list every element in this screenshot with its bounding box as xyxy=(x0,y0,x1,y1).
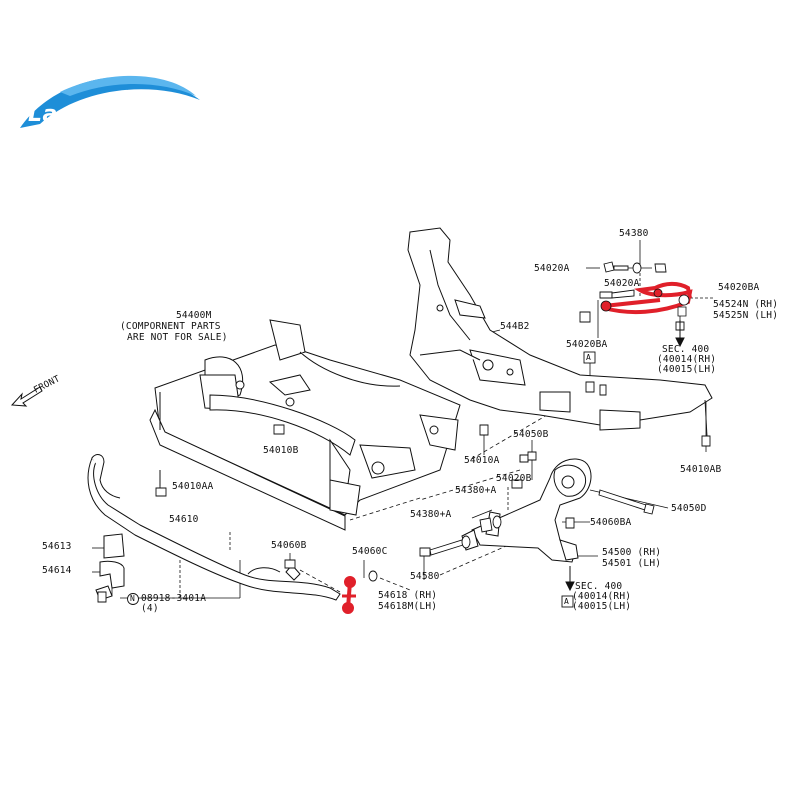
circle-N-text: N xyxy=(130,594,136,603)
watermark-logo-graphic xyxy=(20,75,200,128)
reference-box-A xyxy=(561,351,596,608)
label-54020BA-left: 54020BA xyxy=(566,339,608,350)
stabilizer-bar-54610 xyxy=(87,454,341,601)
watermark-logo: Lan Yu Xuan xyxy=(28,102,186,127)
label-54050B: 54050B xyxy=(513,429,549,440)
label-54524N: 54524N (RH) xyxy=(713,299,779,310)
label-54060C: 54060C xyxy=(352,546,388,557)
label-54010AB: 54010AB xyxy=(680,464,722,475)
label-54020B: 54020B xyxy=(496,473,532,484)
label-54060B: 54060B xyxy=(271,540,307,551)
label-54380A-lower: 54380+A xyxy=(410,509,452,520)
label-54618M: 54618M(LH) xyxy=(378,601,438,612)
label-08918-qty: (4) xyxy=(141,603,159,614)
label-sec400-lower-rh: (40014(RH) xyxy=(572,591,632,602)
upper-control-arm-54524N xyxy=(600,281,693,317)
label-54010A: 54010A xyxy=(464,455,500,466)
label-54020A-arm: 54020A xyxy=(604,278,640,289)
label-54020A-top: 54020A xyxy=(534,263,570,274)
label-component-parts-1: (COMPORNENT PARTS xyxy=(120,321,221,332)
label-sec400-upper-rh: (40014(RH) xyxy=(657,354,717,365)
stabilizer-link-54618 xyxy=(342,576,356,614)
label-sec400-upper: SEC. 400 xyxy=(662,344,710,355)
box-A-upper-text: A xyxy=(586,353,592,362)
label-54050D: 54050D xyxy=(671,503,707,514)
sec400-arrows xyxy=(565,320,685,592)
label-54501: 54501 (LH) xyxy=(602,558,662,569)
label-sec400-lower: SEC. 400 xyxy=(575,581,623,592)
label-54614: 54614 xyxy=(42,565,72,576)
label-component-parts-2: ARE NOT FOR SALE) xyxy=(127,332,228,343)
label-54580: 54580 xyxy=(410,571,440,582)
hardware xyxy=(97,261,711,603)
label-sec400-lower-lh: (40015(LH) xyxy=(572,601,632,612)
subframe-54400M xyxy=(149,319,461,531)
label-54010B: 54010B xyxy=(263,445,299,456)
box-A-lower-text: A xyxy=(564,597,570,606)
label-54400M: 54400M xyxy=(176,310,212,321)
label-54010AA: 54010AA xyxy=(172,481,214,492)
label-54380: 54380 xyxy=(619,228,649,239)
bracket-544B2 xyxy=(407,227,713,431)
lower-control-arm-54500 xyxy=(461,454,592,563)
label-54613: 54613 xyxy=(42,541,72,552)
label-54060BA: 54060BA xyxy=(590,517,632,528)
label-54525N: 54525N (LH) xyxy=(713,310,779,321)
label-544B2: 544B2 xyxy=(500,321,530,332)
label-54500: 54500 (RH) xyxy=(602,547,662,558)
label-08918-3401A: 08918-3401A xyxy=(141,593,207,604)
label-54020BA-right: 54020BA xyxy=(718,282,760,293)
label-sec400-upper-lh: (40015(LH) xyxy=(657,364,717,375)
label-54610: 54610 xyxy=(169,514,199,525)
label-54618: 54618 (RH) xyxy=(378,590,438,601)
front-arrow-icon xyxy=(10,386,43,407)
label-54380A-upper: 54380+A xyxy=(455,485,497,496)
